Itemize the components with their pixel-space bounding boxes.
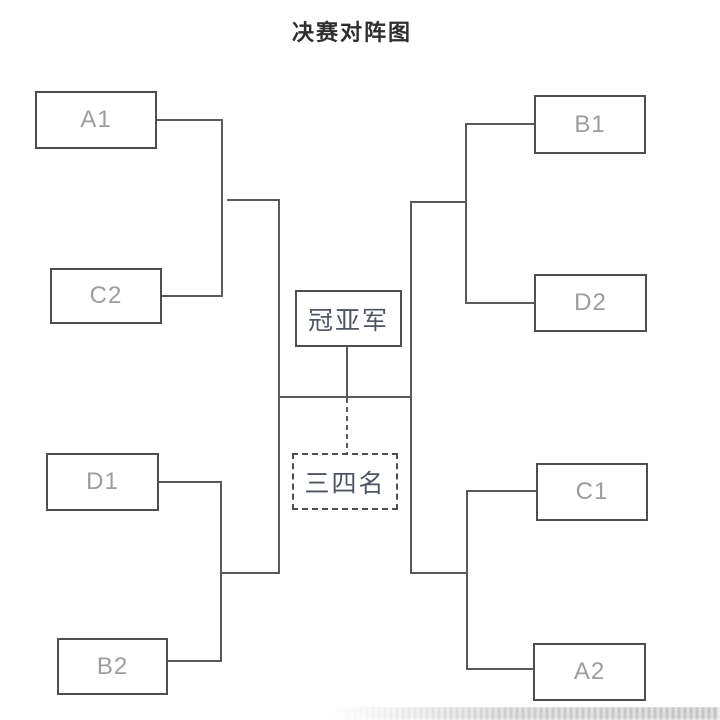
team-box-b2: B2 xyxy=(57,638,168,695)
team-label: B2 xyxy=(96,652,129,680)
team-box-a1: A1 xyxy=(35,91,157,149)
page-title: 决赛对阵图 xyxy=(291,20,412,45)
team-label: B1 xyxy=(574,110,606,138)
team-label: C2 xyxy=(89,282,123,309)
third-place-box: 三四名 xyxy=(292,453,398,510)
team-box-a2: A2 xyxy=(533,643,646,701)
team-box-c1: C1 xyxy=(536,463,648,521)
third-place-label: 三四名 xyxy=(304,469,386,498)
team-label: A2 xyxy=(573,658,606,685)
final-label: 冠亚军 xyxy=(307,306,389,335)
team-box-d2: D2 xyxy=(534,274,647,332)
team-box-c2: C2 xyxy=(50,268,162,324)
team-label: D1 xyxy=(86,468,119,495)
team-label: A1 xyxy=(80,106,112,133)
team-label: C1 xyxy=(575,478,609,505)
team-box-b1: B1 xyxy=(534,95,646,154)
final-box: 冠亚军 xyxy=(295,290,402,347)
scan-artifact xyxy=(330,707,720,720)
team-label: D2 xyxy=(574,289,607,316)
team-box-d1: D1 xyxy=(46,453,159,511)
